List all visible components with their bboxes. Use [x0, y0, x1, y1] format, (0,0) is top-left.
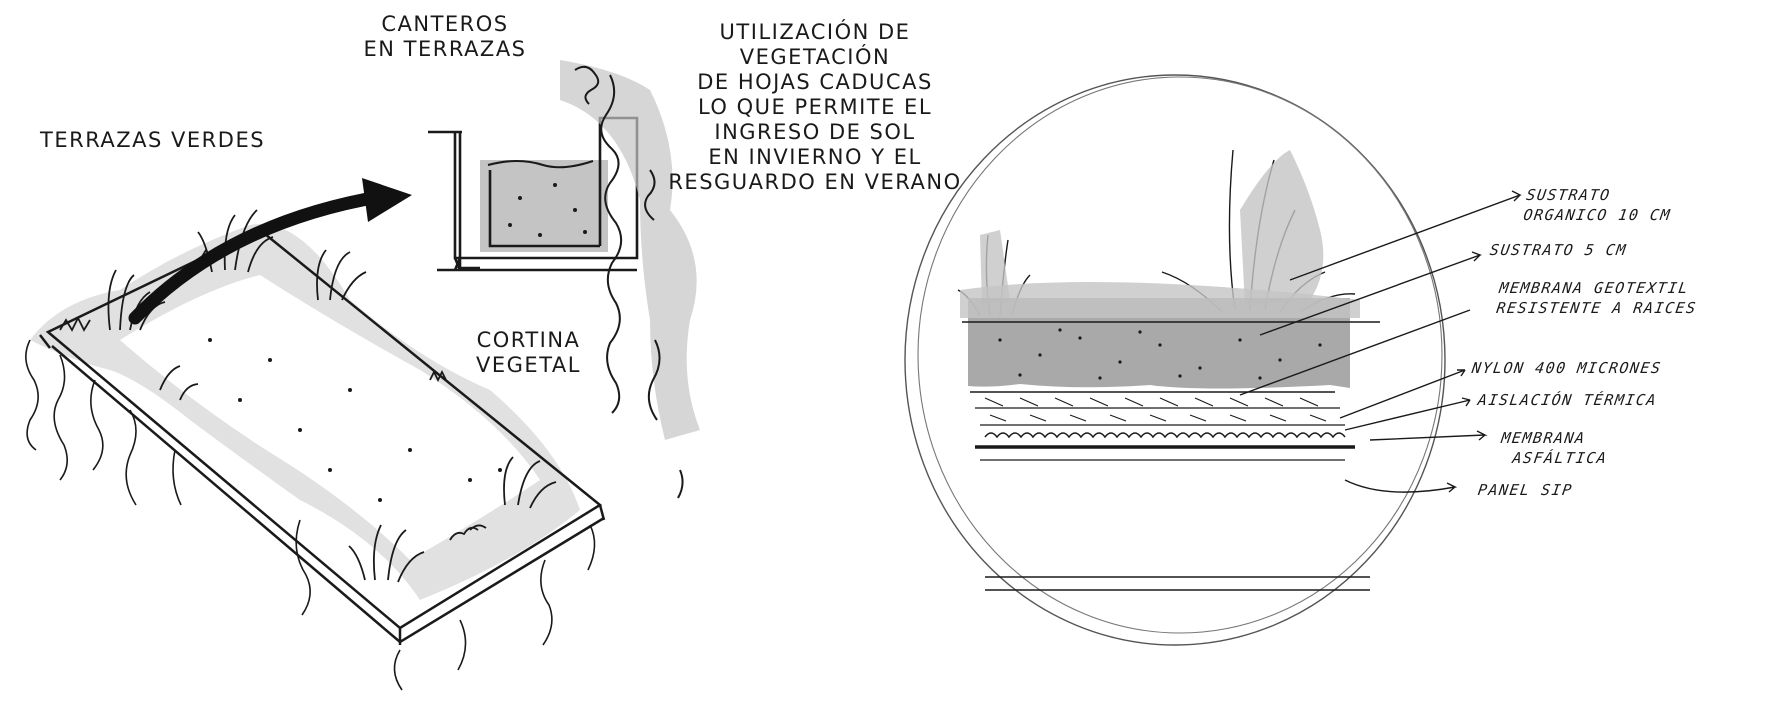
sustrato-text: SUSTRATO 5 CM — [1488, 241, 1629, 259]
sustrato-organico-line-1: SUSTRATO — [1525, 186, 1612, 204]
hanging-vines — [25, 339, 596, 691]
label-membrana-geotextil: MEMBRANA GEOTEXTIL RESISTENTE A RAICES — [1495, 278, 1701, 318]
label-cortina-vegetal: CORTINA VEGETAL — [466, 328, 591, 378]
section-layers — [962, 321, 1380, 591]
terrace-sketch — [25, 178, 606, 691]
vegetacion-line-3: DE HOJAS CADUCAS — [697, 70, 933, 94]
aislacion-text: AISLACIÓN TÉRMICA — [1476, 391, 1659, 409]
canteros-line-2: EN TERRAZAS — [363, 37, 527, 61]
ground-dots — [208, 338, 502, 502]
label-canteros: CANTEROS EN TERRAZAS — [360, 12, 530, 62]
detail-circle-b — [917, 76, 1443, 634]
cortina-shade — [560, 60, 700, 440]
label-terrazas-verdes: TERRAZAS VERDES — [40, 128, 265, 153]
nylon-text: NYLON 400 MICRONES — [1470, 359, 1663, 377]
terrazas-verdes-text: TERRAZAS VERDES — [40, 128, 266, 152]
sustrato-organico-band — [968, 298, 1350, 389]
vegetacion-line-4: LO QUE PERMITE EL — [697, 95, 933, 119]
vegetacion-line-7: RESGUARDO EN VERANO — [668, 170, 962, 194]
label-sustrato-organico: SUSTRATO ORGANICO 10 CM — [1522, 185, 1675, 225]
label-nylon: NYLON 400 MICRONES — [1471, 358, 1663, 378]
cantero-soil — [480, 160, 608, 252]
label-vegetacion: UTILIZACIÓN DE VEGETACIÓN DE HOJAS CADUC… — [665, 20, 965, 195]
membrana-asfaltica-line-1: MEMBRANA — [1500, 429, 1587, 447]
membrana-geotextil-line-1: MEMBRANA GEOTEXTIL — [1498, 279, 1691, 297]
cantero-dots — [508, 183, 587, 237]
arrow-head — [362, 178, 412, 222]
panel-sip-text: PANEL SIP — [1476, 481, 1575, 499]
leader-lines — [1239, 190, 1522, 493]
vegetacion-line-2: VEGETACIÓN — [739, 45, 891, 69]
cortina-line-1: CORTINA — [476, 328, 581, 352]
plant-shade — [980, 150, 1324, 305]
membrana-asfaltica-line-2: ASFÁLTICA — [1511, 449, 1609, 467]
section-detail — [904, 74, 1522, 646]
canteros-line-1: CANTEROS — [381, 12, 509, 36]
terrace-slab-edge — [39, 334, 606, 645]
substrate-dots — [998, 328, 1322, 380]
label-panel-sip: PANEL SIP — [1477, 480, 1575, 500]
label-membrana-asfaltica: MEMBRANA ASFÁLTICA — [1497, 428, 1611, 468]
vegetacion-line-6: EN INVIERNO Y EL — [708, 145, 922, 169]
sustrato-organico-line-2: ORGANICO 10 CM — [1522, 206, 1673, 224]
membrana-geotextil-line-2: RESISTENTE A RAICES — [1495, 299, 1698, 317]
detail-circle-a — [904, 74, 1446, 646]
terrace-inner-clear — [120, 275, 540, 560]
label-aislacion: AISLACIÓN TÉRMICA — [1477, 390, 1659, 410]
cantero-section — [428, 60, 700, 499]
cantero-soil-line — [487, 160, 594, 169]
label-sustrato: SUSTRATO 5 CM — [1489, 240, 1629, 260]
cortina-line-2: VEGETAL — [476, 353, 581, 377]
cantero-walls — [428, 116, 639, 272]
vegetacion-line-5: INGRESO DE SOL — [714, 120, 916, 144]
vegetacion-line-1: UTILIZACIÓN DE — [719, 20, 911, 44]
arrow-to-canteros — [128, 188, 397, 325]
cortina-vine — [574, 65, 684, 499]
sustrato-top-shade — [960, 282, 1360, 318]
